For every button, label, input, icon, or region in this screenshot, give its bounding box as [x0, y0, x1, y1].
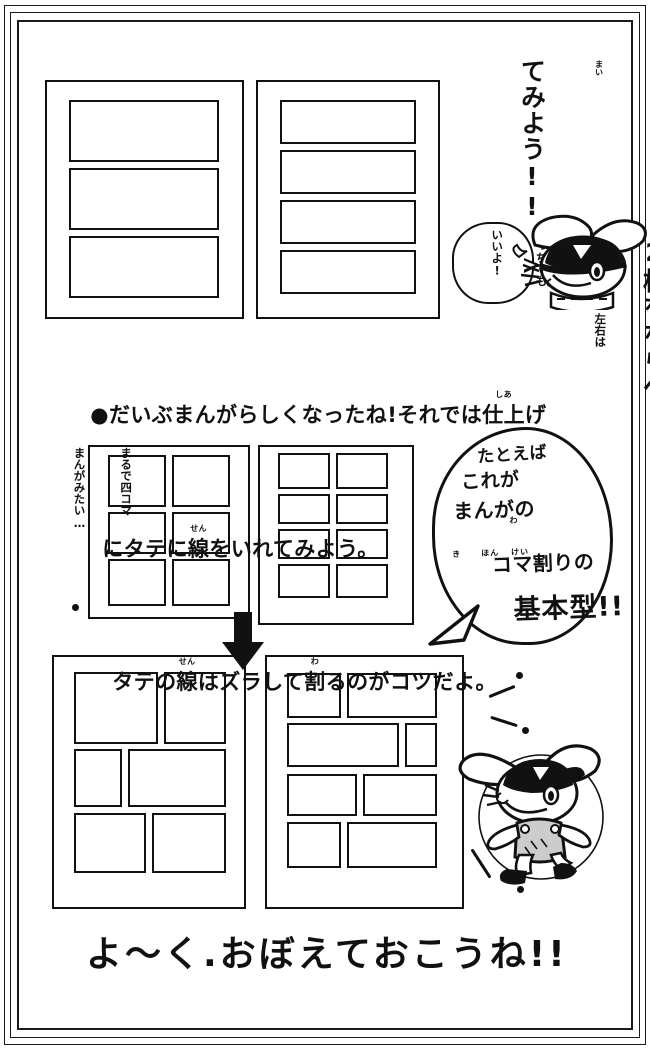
page-border-inner	[17, 20, 633, 1030]
heading-top-line2-ruby: まい	[594, 60, 604, 76]
manga-frame-cell	[347, 673, 437, 718]
manga-frame-cell	[280, 150, 416, 194]
manga-frame-cell	[108, 512, 166, 554]
manga-frame-cell	[128, 749, 226, 807]
manga-frame-cell	[280, 200, 416, 244]
three-strip-page	[45, 80, 244, 319]
bubble-large-line3: まんがの	[452, 496, 536, 524]
manga-frame-cell	[363, 774, 437, 816]
bubble-large-line5-ruby-2: ほん	[480, 548, 500, 558]
manga-frame-cell	[74, 672, 158, 744]
caption-left-line1: まるで四コマ	[119, 447, 134, 516]
rabbit-peeking-icon	[505, 205, 650, 314]
speech-bubble-large	[432, 427, 613, 645]
caption-left-line2: まんがみたい…	[72, 447, 87, 530]
corner-dot-left	[72, 604, 79, 611]
bubble-large-line2: これが	[460, 468, 521, 494]
manga-frame-cell	[280, 250, 416, 294]
manga-frame-cell	[108, 455, 166, 507]
manga-frame-cell	[287, 774, 357, 816]
manga-frame-cell	[278, 529, 330, 559]
manga-frame-cell	[278, 494, 330, 524]
speech-bubble-large-tail	[420, 600, 490, 670]
manga-frame-cell	[278, 453, 330, 489]
manga-frame-cell	[287, 673, 341, 718]
manga-frame-cell	[69, 168, 219, 230]
page-border-outer	[4, 5, 646, 1045]
rabbit-sitting-icon	[455, 735, 615, 890]
heading-top-line3: てみよう!!	[517, 58, 547, 222]
down-arrow-icon	[220, 612, 266, 670]
bubble-small-line3: いいよ!	[490, 229, 505, 278]
manga-frame-cell	[347, 822, 437, 868]
instruction-line-1: ●だいぶまんがらしくなったね!それではしあ仕上げ	[44, 368, 604, 464]
bubble-large-line5: きほんけい基本型!!	[451, 547, 625, 626]
two-by-four-grid-page	[258, 445, 414, 625]
caption-left-yonkoma: まるで四コマ まんがみたい…	[40, 447, 164, 587]
heading-top-line2: まい 2枚をならべ	[594, 60, 650, 398]
ruby-wa: わ割	[304, 657, 326, 695]
bubble-large-line5-ruby-1: き	[451, 549, 462, 559]
speech-bubble-small	[452, 222, 534, 304]
speech-bubble-small-tail-inner	[523, 260, 535, 270]
manga-frame-cell	[152, 813, 226, 873]
emphasis-dot-1	[516, 672, 523, 679]
instruction-paragraph: ●だいぶまんがらしくなったね!それではしあ仕上げ にタテにせん線をいれてみよう。…	[44, 330, 604, 769]
manga-frame-cell	[69, 236, 219, 298]
speech-bubble-large-text: たとえば これが まんがの わコマ割りの きほんけい基本型!!	[443, 438, 625, 626]
emphasis-dot-3	[517, 886, 524, 893]
bubble-large-line1: たとえば	[476, 442, 548, 468]
manga-frame-cell	[336, 453, 388, 489]
instruction-line-3: タテのせん線はズラしてわ割るのがコツだよ。	[44, 635, 604, 731]
manga-frame-cell	[108, 559, 166, 606]
emphasis-dot-2	[522, 727, 529, 734]
staggered-eight-panel-page	[265, 655, 464, 909]
manga-frame-cell	[405, 723, 437, 767]
manga-frame-cell	[336, 494, 388, 524]
ruby-shiage: しあ仕上	[482, 389, 525, 427]
manga-frame-cell	[172, 455, 230, 507]
two-by-three-grid-page	[88, 445, 250, 619]
manga-frame-cell	[287, 723, 399, 767]
manga-frame-cell	[336, 529, 388, 559]
manga-frame-cell	[278, 564, 330, 598]
manga-frame-cell	[164, 672, 226, 744]
manga-frame-cell	[74, 749, 122, 807]
staggered-six-panel-page	[52, 655, 246, 909]
bottom-title: よ～く.おぼえておこうね!!	[86, 934, 568, 975]
page-border-middle	[10, 12, 640, 1038]
heading-top: ●さて、この まい 2枚をならべ てみよう!!	[455, 58, 650, 398]
manga-frame-cell	[172, 559, 230, 606]
manga-frame-cell	[336, 564, 388, 598]
manga-frame-cell	[172, 512, 230, 554]
manga-frame-cell	[280, 100, 416, 144]
bubble-large-line5-ruby-3: けい	[510, 547, 530, 557]
ruby-sen-1: せん線	[187, 523, 210, 561]
bubble-large-line4-ruby: わ	[509, 516, 519, 526]
manga-frame-cell	[74, 813, 146, 873]
ruby-sen-2: せん線	[176, 657, 198, 695]
instruction-line-2: にタテにせん線をいれてみよう。	[44, 502, 604, 598]
manga-frame-cell	[69, 100, 219, 162]
four-strip-page	[256, 80, 440, 319]
manga-frame-cell	[287, 822, 341, 868]
